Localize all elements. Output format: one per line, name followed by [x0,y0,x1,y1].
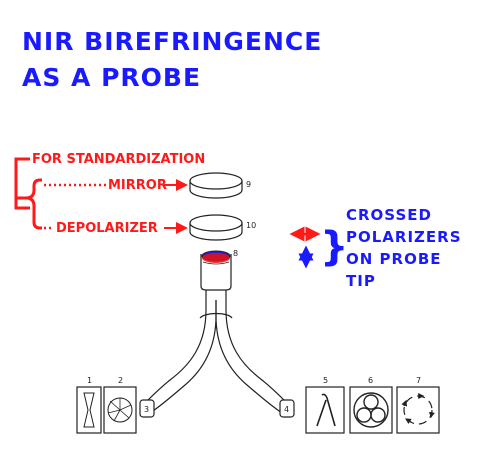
label-polarizers: POLARIZERS [346,228,462,246]
hourglass-icon [76,386,102,434]
label-depolarizer: DEPOLARIZER [56,221,158,236]
number-4: 4 [284,405,289,414]
number-5: 5 [323,376,328,385]
fiber-end-3-icon [139,399,155,418]
label-for-standardization: FOR STANDARDIZATION [32,152,205,167]
red-bracket-branch-lower [16,196,42,230]
number-2: 2 [118,376,123,385]
crossed-polarizers-annotation: } CROSSED POLARIZERS ON PROBE TIP [289,206,462,290]
red-bracket-branch-upper [16,178,42,200]
depolarizer-disc-icon [189,214,243,241]
number-1: 1 [87,376,92,385]
number-6: 6 [368,376,373,385]
title-line-2: AS A PROBE [22,63,201,92]
red-bracket [14,157,30,210]
standardization-annotation: FOR STANDARDIZATION MIRROR DEPOLARIZER [14,152,205,236]
number-7: 7 [416,376,421,385]
brace: } [320,224,348,270]
mirror-disc-icon [189,172,243,199]
probe-tip-icon [200,250,232,291]
label-tip: TIP [346,272,376,290]
fiber-end-4-icon [279,399,295,418]
number-3: 3 [144,405,149,414]
number-9: 9 [246,180,251,189]
circle-arrows-icon [396,386,440,434]
three-circles-icon [349,386,393,434]
lambda-icon [305,386,345,434]
title-line-1: NIR BIREFRINGENCE [22,27,322,56]
fan-icon [103,386,137,434]
label-mirror: MIRROR [108,178,167,193]
number-8: 8 [233,249,238,258]
label-on-probe: ON PROBE [346,250,442,268]
number-10: 10 [246,221,256,230]
bifurcated-fiber-icon [145,290,287,414]
label-crossed: CROSSED [346,206,432,224]
